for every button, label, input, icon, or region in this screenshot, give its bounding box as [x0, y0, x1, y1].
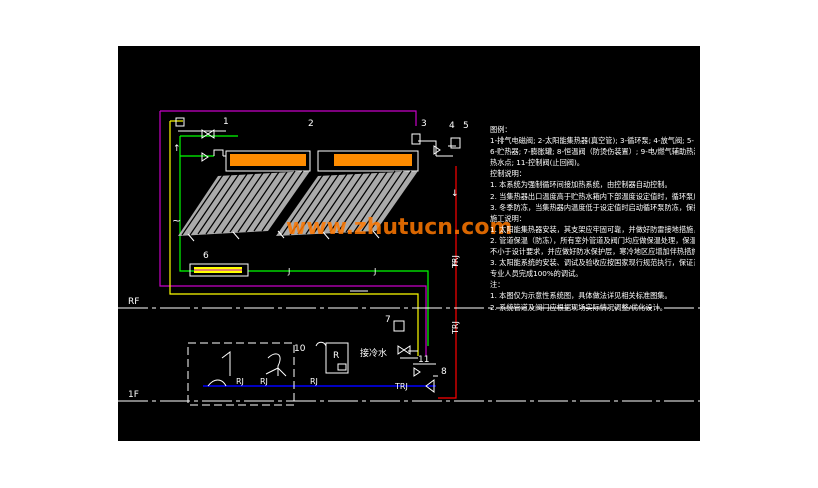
label-j-1: J [287, 267, 290, 276]
label-10: 10 [294, 344, 306, 354]
collector-supports [187, 230, 380, 242]
label-5: 5 [463, 121, 469, 131]
label-trj-1: TRJ [451, 255, 460, 269]
note-line: 1. 太阳能集热器安装，其支架应牢固可靠，并做好防雷接地措施，确保系统安全运行使… [490, 224, 695, 234]
note-line: 热水点; 11-控制阀(止回阀)。 [490, 158, 584, 168]
label-1: 1 [223, 117, 229, 127]
storage-tank [189, 263, 249, 277]
magenta-hot-pipe [159, 110, 427, 356]
note-line: 1-排气电磁阀; 2-太阳能集热器(真空管); 3-循环泵; 4-放气阀; 5-… [490, 136, 695, 146]
note-line: 注： [490, 280, 505, 290]
user-fixtures-box [187, 342, 295, 406]
label-2: 2 [308, 119, 314, 129]
label-j-2: J [373, 267, 376, 276]
label-arrow-1: ↑ [173, 144, 181, 154]
label-arrow-3: ↓ [451, 259, 459, 269]
solar-collector-right [276, 150, 419, 236]
label-arrow-2: ↓ [451, 189, 459, 199]
label-4: 4 [449, 121, 455, 131]
white-lines [118, 130, 700, 402]
note-line: 6-贮热器; 7-膨胀罐; 8-恒温阀（防烫伤装置）; 9-电/燃气辅助热源; … [490, 147, 695, 157]
label-7: 7 [385, 315, 391, 325]
label-trj-2: TRJ [451, 321, 460, 335]
system-diagram: www.zhutucn.com 1 2 3 4 5 6 7 8 10 11 RF… [118, 110, 700, 406]
note-line: 图例： [490, 125, 512, 134]
note-line: 3. 太阳能系统的安装、调试及验收应按国家现行规范执行，保证系统运行可靠，热水供… [490, 258, 695, 268]
note-line: 2. 系统管道及阀门应根据现场实际情况调整/优化设计。 [490, 302, 667, 312]
green-cold-pipe [179, 135, 429, 346]
note-line: 2. 管道保温（防冻），所有室外管道及阀门均应做保温处理，保温材料采用橡塑保温材… [490, 235, 695, 245]
note-line: 控制说明： [490, 169, 526, 179]
label-rj-1: RJ [236, 377, 244, 386]
label-cold-water: 接冷水 [360, 347, 387, 359]
note-line: 专业人员完成100%的调试。 [490, 269, 583, 279]
watermark: www.zhutucn.com [286, 215, 512, 240]
note-line: 不小于设计要求，并应做好防水保护层，寒冷地区应增加伴热措施，确保冬季正常使用。 [490, 247, 695, 257]
label-tilde: ~ [172, 214, 181, 227]
label-6: 6 [203, 251, 209, 261]
red-trj-pipe [438, 166, 457, 399]
label-rj-2: RJ [310, 377, 318, 386]
label-rj-3: RJ [260, 377, 268, 386]
legend-notes: 图例： 1-排气电磁阀; 2-太阳能集热器(真空管); 3-循环泵; 4-放气阀;… [490, 124, 695, 313]
label-11: 11 [418, 355, 429, 365]
label-8: 8 [441, 367, 447, 377]
label-3: 3 [421, 119, 427, 129]
note-line: 1. 本系统为强制循环间接加热系统，由控制器自动控制。 [490, 180, 672, 190]
cad-drawing-canvas: www.zhutucn.com 1 2 3 4 5 6 7 8 10 11 RF… [118, 46, 700, 441]
note-line: 3. 冬季防冻，当集热器内温度低于设定值时启动循环泵防冻，保护集热器及管路系统安… [490, 202, 695, 212]
label-1f: 1F [128, 390, 139, 400]
note-line: 施工说明： [490, 213, 526, 223]
valve-symbols [175, 117, 461, 393]
label-r-box: R [333, 351, 339, 361]
label-trj-3: TRJ [394, 382, 408, 391]
solar-collector-left [178, 150, 311, 236]
note-line: 2. 当集热器出口温度高于贮热水箱内下部温度设定值时，循环泵启动进行热交换，反之… [490, 191, 695, 201]
note-line: 1. 本图仅为示意性系统图，具体做法详见相关标准图集。 [490, 291, 672, 301]
label-rf: RF [128, 297, 139, 307]
